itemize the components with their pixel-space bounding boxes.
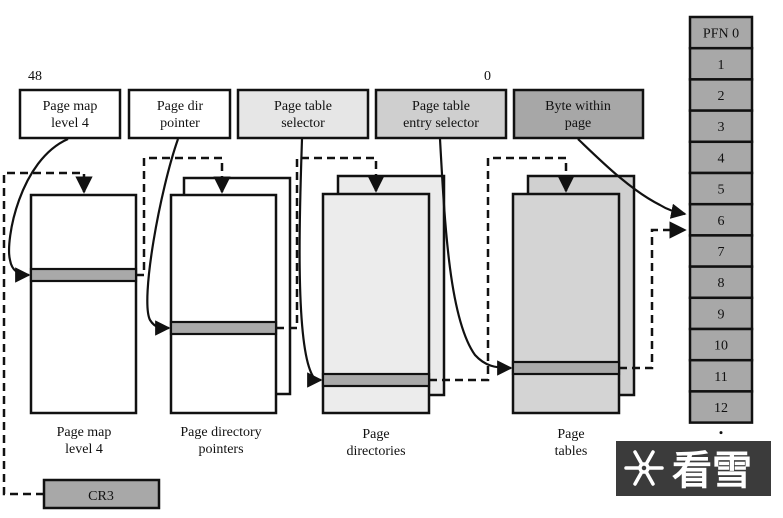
table-page-directories	[321, 174, 446, 415]
snowflake-icon	[624, 450, 664, 486]
pde-to-pt-dashed-arrow	[429, 156, 575, 382]
table-entry-pte	[511, 360, 621, 376]
table-caption: Page	[557, 427, 584, 442]
address-field-label: Page dir	[157, 99, 204, 114]
physical-frame	[688, 140, 754, 175]
table-page-tables	[511, 174, 636, 415]
address-field-page-table-selector: Page table selector	[236, 88, 370, 140]
physical-frame-label: PFN 0	[703, 27, 739, 42]
pdpte-to-pd-dashed-arrow	[276, 156, 385, 330]
table-caption: Page map	[57, 425, 112, 440]
cr3-label: CR3	[88, 489, 114, 504]
address-field-pml4: Page map level 4	[18, 88, 122, 140]
physical-frame-label: 3	[718, 120, 725, 135]
pd-index-arrow	[298, 138, 323, 388]
physical-frame-label: 4	[718, 151, 725, 166]
physical-frame	[688, 109, 754, 144]
cr3-register: CR3	[42, 478, 161, 510]
table-caption: pointers	[198, 442, 243, 457]
table-pml4	[29, 193, 138, 415]
table-caption: level 4	[65, 442, 103, 457]
address-field-label: selector	[281, 116, 325, 131]
address-field-pdp: Page dir pointer	[127, 88, 232, 140]
pte-to-frame-dashed-arrow	[619, 221, 687, 370]
physical-frame-label: 9	[718, 307, 725, 322]
physical-frame-label: 5	[718, 183, 725, 198]
physical-frame-label: 7	[718, 245, 725, 260]
address-field-pte-selector: Page table entry selector	[374, 88, 508, 140]
physical-frame-label: 11	[714, 370, 727, 385]
address-field-label: level 4	[51, 116, 89, 131]
pdp-index-arrow	[146, 138, 180, 336]
address-field-label: entry selector	[403, 116, 479, 131]
watermark-text: 看雪	[672, 448, 752, 494]
table-caption: tables	[555, 444, 588, 459]
byte-offset-arrow	[577, 138, 687, 219]
table-caption: Page directory	[180, 425, 261, 440]
pml4e-to-pdpt-dashed-arrow	[136, 156, 231, 277]
address-field-label: Page table	[412, 99, 470, 114]
address-field-label: page	[565, 116, 591, 131]
table-pdpt	[169, 176, 292, 415]
physical-frame-label: 2	[718, 89, 725, 104]
address-field-label: Page map	[43, 99, 98, 114]
physical-frame	[688, 171, 754, 206]
physical-frame	[688, 234, 754, 268]
table-caption: directories	[346, 444, 405, 459]
watermark: 看雪	[616, 441, 771, 496]
table-entry-pml4e	[29, 267, 138, 283]
physical-frame	[688, 390, 754, 424]
cr3-to-pml4-dashed-arrow	[2, 171, 93, 496]
physical-frame-label: 6	[718, 214, 725, 229]
bit-label-high: 48	[28, 69, 42, 84]
continuation-dot	[719, 431, 723, 435]
physical-frame	[688, 265, 754, 300]
physical-frame	[688, 46, 754, 81]
table-entry-pdpte	[169, 320, 278, 336]
address-field-byte-offset: Byte within page	[512, 88, 645, 140]
bit-label-low: 0	[484, 69, 491, 84]
physical-frame	[688, 202, 754, 237]
table-entry-pde	[321, 372, 431, 388]
physical-frame-label: 8	[718, 276, 725, 291]
physical-frame-label: 1	[718, 58, 725, 73]
address-field-label: Byte within	[545, 99, 611, 114]
address-field-label: Page table	[274, 99, 332, 114]
pml4-index-arrow	[8, 137, 69, 283]
table-caption: Page	[362, 427, 389, 442]
address-field-label: pointer	[160, 116, 200, 131]
physical-frame-label: 10	[714, 339, 728, 354]
physical-frame-label: 12	[714, 401, 728, 416]
pt-index-arrow	[438, 138, 513, 376]
physical-frame	[688, 15, 754, 50]
